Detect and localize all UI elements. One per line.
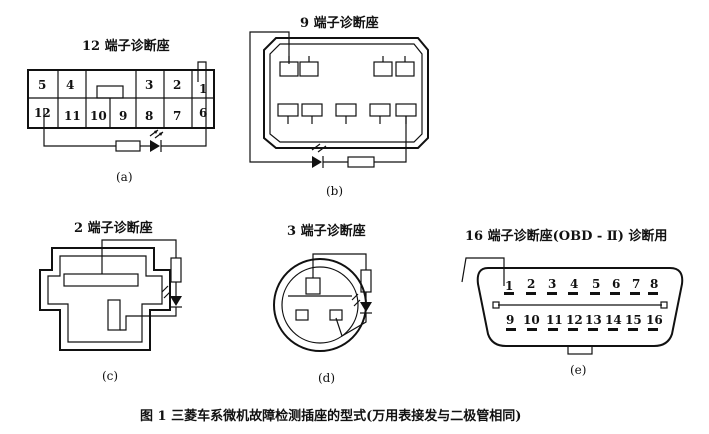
pin-e-7: 7 xyxy=(632,277,640,291)
pin-a-11: 11 xyxy=(64,109,81,123)
panel-e-title: 16 端子诊断座(OBD - Ⅱ) 诊断用 xyxy=(465,228,667,244)
pin-b-bottom-5 xyxy=(395,103,417,117)
panel-e-label: (e) xyxy=(570,363,586,377)
pin-e-top-contacts xyxy=(504,292,658,295)
connector-c-housing xyxy=(39,247,171,351)
pin-d-1 xyxy=(305,277,321,295)
panel-b-label: (b) xyxy=(326,184,343,198)
connector-e-housing xyxy=(476,267,684,347)
pin-a-5: 5 xyxy=(38,78,46,92)
pin-b-bottom-1 xyxy=(277,103,299,117)
pin-e-9: 9 xyxy=(506,313,514,327)
pin-a-6: 6 xyxy=(199,106,207,120)
connector-a-body xyxy=(27,69,215,129)
pin-b-top-4 xyxy=(395,61,415,77)
pin-a-10: 10 xyxy=(90,109,107,123)
pin-e-bottom-contacts xyxy=(506,328,658,331)
pin-a-1: 1 xyxy=(199,82,207,96)
pin-e-5: 5 xyxy=(592,277,600,291)
panel-d-3-pin-connector: 3 端子诊断座 (d) xyxy=(273,223,372,385)
pin-a-4: 4 xyxy=(66,78,74,92)
resistor-c xyxy=(170,257,182,283)
panel-a-title: 12 端子诊断座 xyxy=(82,38,170,54)
resistor-a xyxy=(115,140,141,152)
pin-e-14: 14 xyxy=(605,313,622,327)
pin-e-6: 6 xyxy=(612,277,620,291)
pin-a-9: 9 xyxy=(119,109,127,123)
panel-d-label: (d) xyxy=(318,371,335,385)
pin-e-16: 16 xyxy=(646,313,663,327)
pin-e-2: 2 xyxy=(527,277,535,291)
pin-a-8: 8 xyxy=(145,109,153,123)
figure-caption: 图 1 三菱车系微机故障检测插座的型式(万用表接发与二极管相同) xyxy=(140,408,521,424)
panel-e-16-pin-obd2-connector: 16 端子诊断座(OBD - Ⅱ) 诊断用 1 2 3 4 5 6 7 8 9 … xyxy=(461,228,684,377)
panel-c-2-pin-connector: 2 端子诊断座 (c) xyxy=(39,220,182,383)
led-d xyxy=(360,302,372,312)
panel-b-title: 9 端子诊断座 xyxy=(300,15,379,31)
panel-c-title: 2 端子诊断座 xyxy=(74,220,153,236)
pin-b-bottom-4 xyxy=(369,103,391,117)
pin-e-15: 15 xyxy=(625,313,642,327)
led-a xyxy=(150,140,160,152)
pin-d-3 xyxy=(329,309,343,321)
panel-b-9-pin-connector: 9 端子诊断座 (b) xyxy=(249,15,429,198)
pin-c-2 xyxy=(107,299,121,331)
pin-b-bottom-3 xyxy=(335,103,357,117)
pin-b-top-3 xyxy=(373,61,393,77)
led-c xyxy=(170,296,182,306)
connector-d-housing xyxy=(273,258,367,352)
pin-e-11: 11 xyxy=(546,313,563,327)
pin-e-10: 10 xyxy=(523,313,540,327)
pin-a-7: 7 xyxy=(173,109,181,123)
pin-e-8: 8 xyxy=(650,277,658,291)
pin-e-12: 12 xyxy=(566,313,583,327)
pin-e-13: 13 xyxy=(585,313,602,327)
pin-e-4: 4 xyxy=(570,277,578,291)
pin-d-2 xyxy=(295,309,309,321)
connector-e-key xyxy=(567,345,593,355)
pin-a-12: 12 xyxy=(34,106,51,120)
panel-a-label: (a) xyxy=(116,170,133,184)
pin-c-1 xyxy=(63,273,139,287)
pin-e-3: 3 xyxy=(548,277,556,291)
pin-a-2: 2 xyxy=(173,78,181,92)
pin-b-bottom-2 xyxy=(301,103,323,117)
resistor-b xyxy=(347,156,375,168)
pin-b-top-1 xyxy=(279,61,299,77)
pin-b-top-2 xyxy=(299,61,319,77)
panel-a-12-pin-connector: 12 端子诊断座 5 4 3 2 1 12 11 10 9 8 7 6 xyxy=(27,38,215,184)
led-b xyxy=(312,156,322,168)
panel-c-label: (c) xyxy=(102,369,118,383)
connector-b-housing xyxy=(263,37,429,149)
pin-e-1: 1 xyxy=(505,279,513,293)
panel-d-title: 3 端子诊断座 xyxy=(287,223,366,239)
pin-a-3: 3 xyxy=(145,78,153,92)
